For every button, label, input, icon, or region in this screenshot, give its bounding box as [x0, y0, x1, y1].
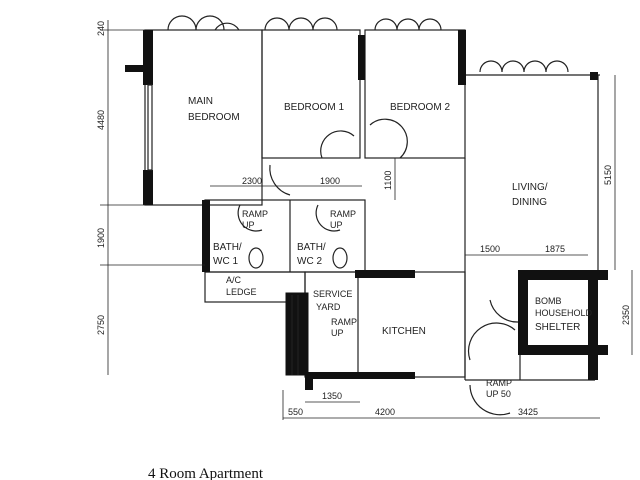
- bath2-label: BATH/: [297, 242, 326, 253]
- dining-label: DINING: [512, 197, 547, 208]
- dim-left-240: 240: [96, 21, 106, 36]
- ramp4-label: RAMP: [486, 378, 512, 388]
- ramp1-up: UP: [242, 220, 255, 230]
- main-bedroom-label-2: BEDROOM: [188, 112, 240, 123]
- shelter-label-3: SHELTER: [535, 322, 580, 333]
- dim-inner-2300: 2300: [242, 176, 262, 186]
- wc1-label: WC 1: [213, 256, 238, 267]
- walls: [125, 29, 608, 390]
- shelter-label-1: BOMB: [535, 296, 562, 306]
- ledge-label-1: A/C: [226, 275, 242, 285]
- wc2-label: WC 2: [297, 256, 322, 267]
- ramp3-label: RAMP: [331, 317, 357, 327]
- ramp2-up: UP: [330, 220, 343, 230]
- dim-bottom-1350: 1350: [322, 391, 342, 401]
- main-bedroom-label: MAIN: [188, 96, 213, 107]
- dim-left-2750: 2750: [96, 315, 106, 335]
- ramp4-up: UP 50: [486, 389, 511, 399]
- dim-left-1900: 1900: [96, 228, 106, 248]
- dim-inner-1500: 1500: [480, 244, 500, 254]
- bedroom1-label: BEDROOM 1: [284, 102, 344, 113]
- bath1-label: BATH/: [213, 242, 242, 253]
- service-label-2: YARD: [316, 302, 341, 312]
- dim-inner-1100: 1100: [383, 171, 393, 190]
- kitchen-label: KITCHEN: [382, 326, 426, 337]
- dim-right-2350: 2350: [621, 305, 631, 325]
- plan-title: 4 Room Apartment: [148, 466, 264, 480]
- ramp1-label: RAMP: [242, 209, 268, 219]
- shelter-label-2: HOUSEHOLD: [535, 308, 593, 318]
- dim-bottom-550: 550: [288, 407, 303, 417]
- living-label: LIVING/: [512, 182, 548, 193]
- dim-left-4480: 4480: [96, 110, 106, 130]
- dim-inner-1875: 1875: [545, 244, 565, 254]
- dim-right-5150: 5150: [603, 165, 613, 185]
- ramp3-up: UP: [331, 328, 344, 338]
- dim-bottom-4200: 4200: [375, 407, 395, 417]
- ledge-label-2: LEDGE: [226, 287, 257, 297]
- ramp2-label: RAMP: [330, 209, 356, 219]
- dim-inner-1900: 1900: [320, 176, 340, 186]
- window-doors: [147, 15, 569, 416]
- bedroom2-label: BEDROOM 2: [390, 102, 450, 113]
- dim-bottom-3425: 3425: [518, 407, 538, 417]
- service-label-1: SERVICE: [313, 289, 352, 299]
- dimension-lines: [100, 20, 633, 420]
